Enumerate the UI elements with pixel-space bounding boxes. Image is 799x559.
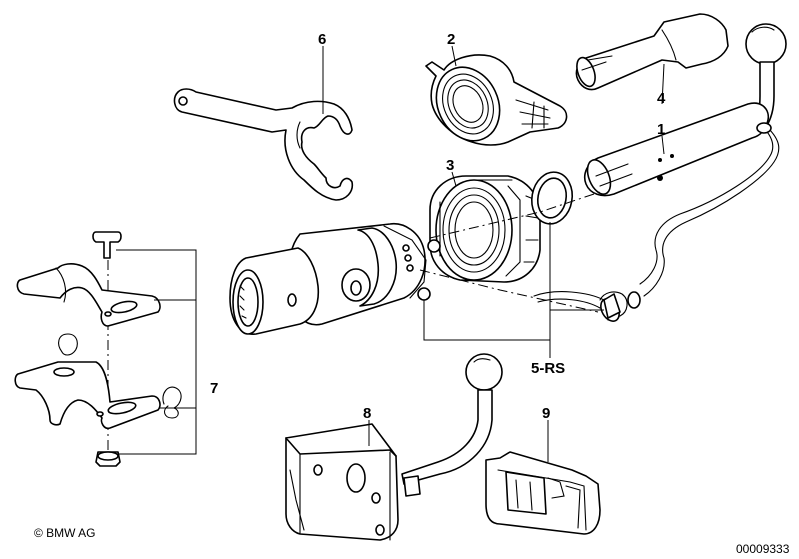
callout-1: 1 (657, 121, 665, 138)
callout-7: 7 (210, 380, 218, 397)
callout-4: 4 (657, 90, 666, 107)
part-1-tow-bar (583, 23, 787, 297)
part-7-mounting-clamp (14, 231, 197, 467)
socket-tube-assembly (229, 223, 441, 335)
diagram-id: 00009333 (736, 542, 790, 556)
part-3-union-nut (429, 175, 541, 283)
callout-2: 2 (447, 31, 455, 48)
part-8-ball-neck-bracket (285, 353, 503, 541)
callout-8: 8 (363, 405, 371, 422)
callout-3: 3 (446, 157, 454, 174)
part-2-protective-cap (425, 54, 568, 146)
part-6-spanner-wrench (173, 88, 354, 201)
part-4-plug (575, 13, 729, 91)
callout-5-rs: 5-RS (531, 360, 565, 377)
part-9-socket-holder (485, 451, 601, 535)
copyright-label: © BMW AG (34, 526, 96, 540)
lanyard-cable (533, 291, 641, 322)
callout-9: 9 (542, 405, 550, 422)
callout-6: 6 (318, 31, 326, 48)
leader-lines (322, 45, 665, 462)
